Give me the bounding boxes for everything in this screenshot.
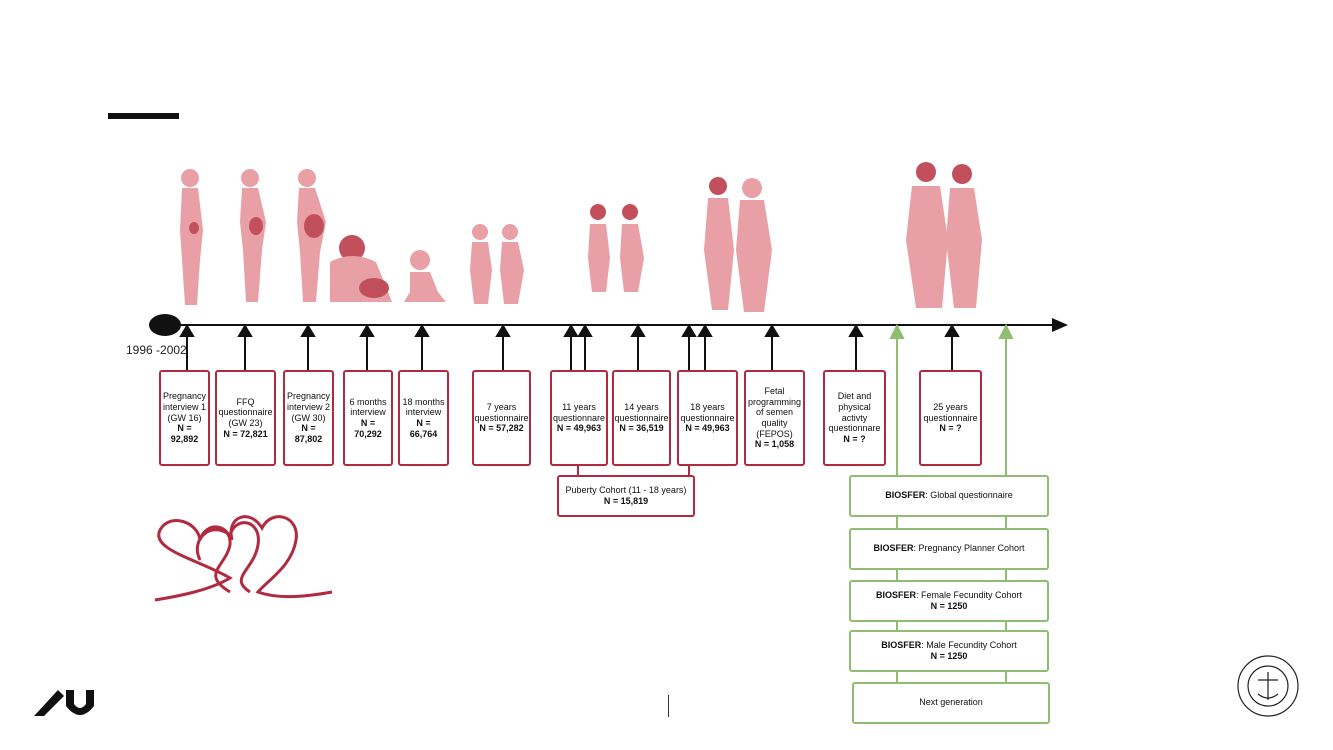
- stage-count: N = 87,802: [294, 423, 323, 444]
- stage-box-25-years: 25 years questionnaire N = ?: [919, 370, 982, 466]
- next-generation-box: Next generation: [852, 682, 1050, 724]
- figure-pregnant-2: [240, 169, 266, 302]
- next-generation-label: Next generation: [919, 697, 983, 708]
- biosfer-planner-box: BIOSFER: Pregnancy Planner Cohort: [849, 528, 1049, 570]
- stage-label: Pregnancy interview 1 (GW 16): [162, 391, 207, 423]
- stage-box-14-years: 14 years questionnaire N = 36,519: [612, 370, 671, 466]
- stage-count: N = 72,821: [223, 428, 268, 439]
- start-year-label: 1996 -2002: [126, 343, 187, 357]
- figure-pregnant-3: [297, 169, 326, 302]
- figure-toddler: [404, 250, 446, 302]
- figure-adults: [906, 162, 982, 308]
- biosfer-count: N = 1250: [930, 601, 968, 611]
- biosfer-global-box: BIOSFER: Global questionnaire: [849, 475, 1049, 517]
- stage-count: N = 36,519: [619, 423, 664, 434]
- figure-adolescents: [704, 177, 772, 312]
- biosfer-prefix: BIOSFER: [885, 490, 926, 501]
- figure-children-7y: [470, 224, 524, 304]
- stage-count: N = 70,292: [354, 418, 382, 439]
- biosfer-label: : Global questionnaire: [925, 490, 1013, 501]
- stage-box-18-years: 18 years questionnaire N = 49,963: [677, 370, 738, 466]
- stage-label: Diet and physical activty questionnare: [828, 391, 881, 434]
- stage-count: N = 1,058: [754, 439, 795, 450]
- title-underline: [108, 113, 179, 119]
- figure-children-11y: [588, 204, 644, 292]
- stage-box-diet: Diet and physical activty questionnare N…: [823, 370, 886, 466]
- biosfer-female-box: BIOSFER: Female Fecundity Cohort N = 125…: [849, 580, 1049, 622]
- stage-count: N = 57,282: [479, 423, 524, 434]
- university-seal: [1237, 655, 1299, 717]
- stage-label: 11 years questionnare: [552, 402, 606, 423]
- biosfer-label: : Female Fecundity Cohort: [915, 589, 1023, 600]
- figure-pregnant-1: [180, 169, 203, 305]
- timeline-arrowhead: [1052, 318, 1068, 332]
- stage-count: N = ?: [939, 423, 962, 434]
- puberty-cohort-box: Puberty Cohort (11 - 18 years) N = 15,81…: [557, 475, 695, 517]
- biosfer-male-box: BIOSFER: Male Fecundity Cohort N = 1250: [849, 630, 1049, 672]
- stage-label: 14 years questionnaire: [614, 402, 669, 423]
- puberty-count: N = 15,819: [603, 496, 649, 506]
- stage-label: Pregnancy interview 2 (GW 30): [286, 391, 331, 423]
- stage-connectors: [179, 324, 960, 370]
- biosfer-prefix: BIOSFER: [875, 589, 916, 600]
- stage-box-ffq: FFQ questionnaire (GW 23) N = 72,821: [215, 370, 276, 466]
- hearts-logo: [154, 515, 333, 602]
- au-logo: [34, 690, 94, 716]
- stage-box-pregnancy-2: Pregnancy interview 2 (GW 30) N = 87,802: [283, 370, 334, 466]
- biosfer-label: : Male Fecundity Cohort: [921, 639, 1017, 650]
- stage-box-7-years: 7 years questionnaire N = 57,282: [472, 370, 531, 466]
- stage-label: 18 years questionnaire: [680, 402, 735, 423]
- stage-count: N = 49,963: [685, 423, 730, 434]
- stage-box-pregnancy-1: Pregnancy interview 1 (GW 16) N = 92,892: [159, 370, 210, 466]
- stage-label: 25 years questionnaire: [923, 402, 978, 423]
- biosfer-label: : Pregnancy Planner Cohort: [913, 543, 1025, 554]
- biosfer-count: N = 1250: [930, 651, 968, 661]
- stage-count: N = 49,963: [556, 423, 602, 434]
- stage-count: N = 66,764: [409, 418, 438, 439]
- stage-count: N = ?: [843, 433, 866, 444]
- stage-label: Fetal programming of semen quality (FEPO…: [747, 386, 802, 439]
- footer-separator: [668, 695, 669, 717]
- biosfer-prefix: BIOSFER: [881, 639, 922, 650]
- stage-label: 18 months interview: [402, 396, 445, 418]
- stage-box-fepos: Fetal programming of semen quality (FEPO…: [744, 370, 805, 466]
- figure-mother-baby: [330, 235, 392, 302]
- stage-label: 6 months interview: [349, 396, 387, 418]
- stage-box-11-years: 11 years questionnare N = 49,963: [550, 370, 608, 466]
- stage-box-18-months: 18 months interview N = 66,764: [398, 370, 449, 466]
- stage-count: N = 92,892: [170, 423, 199, 444]
- puberty-label: Puberty Cohort (11 - 18 years): [565, 485, 687, 496]
- stage-label: FFQ questionnaire (GW 23): [218, 396, 273, 428]
- biosfer-prefix: BIOSFER: [873, 543, 914, 554]
- stage-label: 7 years questionnaire: [474, 402, 529, 423]
- stage-box-6-months: 6 months interview N = 70,292: [343, 370, 393, 466]
